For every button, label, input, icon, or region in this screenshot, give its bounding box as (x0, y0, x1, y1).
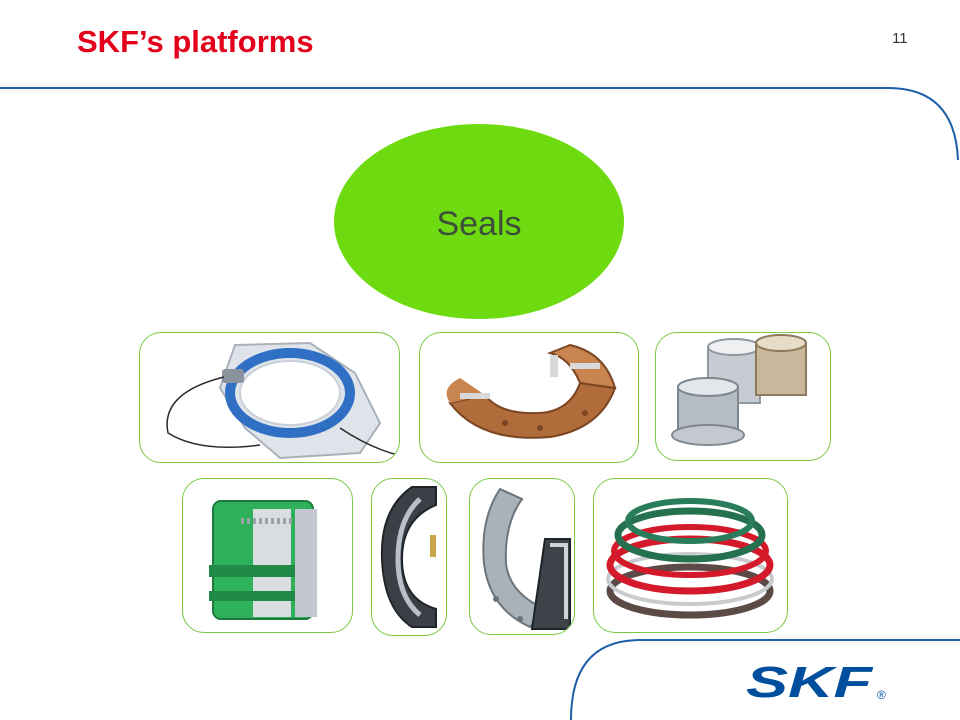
image-cover-gasket-seal (139, 332, 400, 463)
image-valve-stem-seal (182, 478, 353, 633)
platform-label: Seals (436, 205, 522, 243)
image-cassette-seal (469, 478, 575, 635)
skf-logo: SKF ® (746, 661, 886, 703)
slide-title: SKF’s platforms (77, 24, 314, 59)
page-number: 11 (892, 30, 908, 47)
registered-mark: ® (877, 688, 886, 702)
image-split-seal-segment (419, 332, 639, 463)
skf-logo-text: SKF (746, 661, 874, 703)
image-radial-shaft-seal (371, 478, 447, 636)
image-o-rings (593, 478, 788, 633)
platform-seals-ellipse: Seals (334, 124, 624, 319)
image-metal-bushings (655, 332, 831, 461)
